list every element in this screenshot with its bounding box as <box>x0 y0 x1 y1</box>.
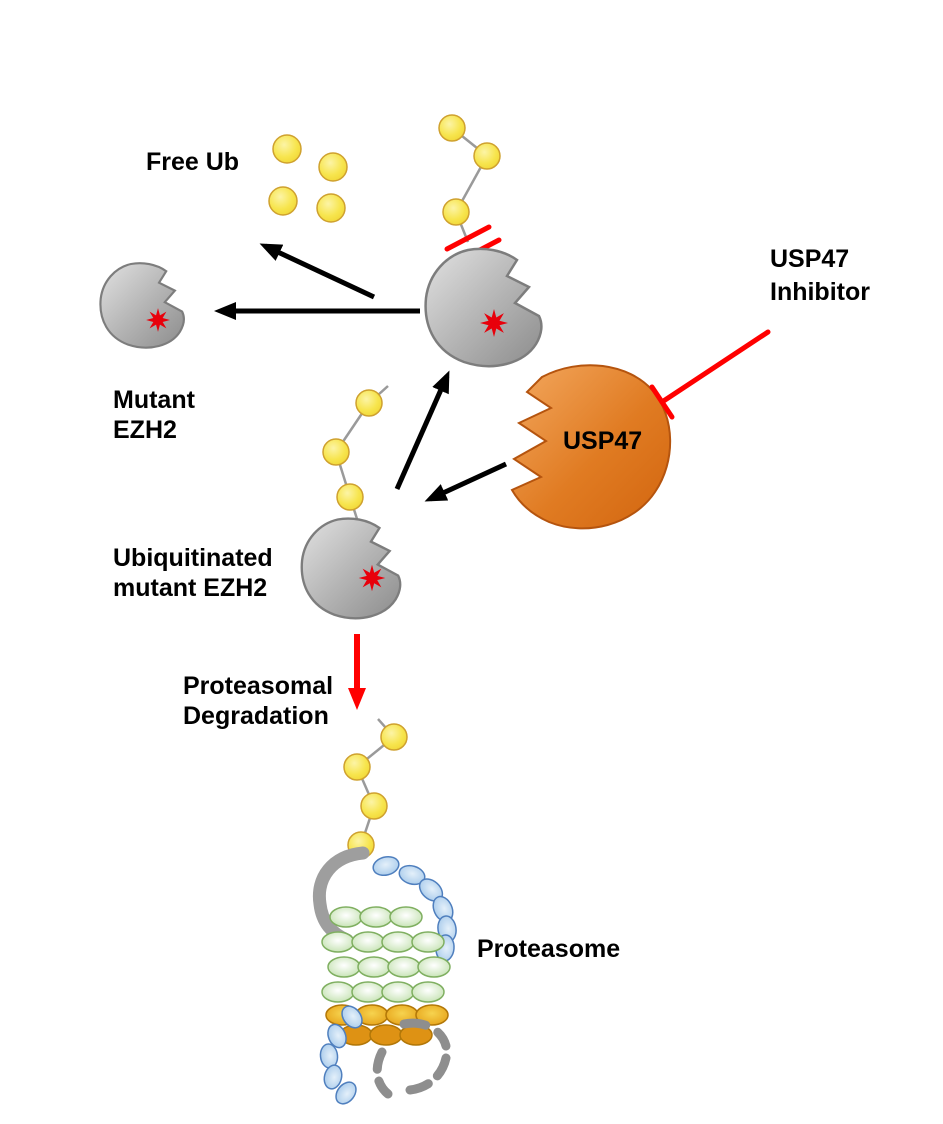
ring-subunit-ellipse <box>351 981 385 1003</box>
usp47-blob <box>510 364 672 530</box>
degraded-peptide-squiggle <box>405 1053 451 1095</box>
arrow-to-free-ub <box>259 243 376 300</box>
usp47-label: USP47 <box>563 427 642 455</box>
ring-subunit-ellipse <box>389 906 423 928</box>
inhibition-line <box>659 329 771 405</box>
ring-subunit-ellipse <box>381 981 415 1003</box>
barrel-green-rings <box>321 906 451 1003</box>
ubiquitin-icon <box>343 753 371 781</box>
ring-subunit-ellipse <box>327 956 361 978</box>
ubiquitin-icon <box>336 483 364 511</box>
ubiquitinated-ezh2-shape <box>300 517 402 620</box>
mutation-star-icon <box>146 308 170 332</box>
ubiquitinated-ezh2-label-line1: Ubiquitinated <box>113 544 273 572</box>
degraded-peptide-squiggle <box>399 1018 451 1051</box>
ring-subunit-ellipse <box>351 931 385 953</box>
ubiquitin-icon <box>272 134 302 164</box>
regulatory-cap <box>372 855 457 962</box>
ubiquitin-icon <box>322 438 350 466</box>
mutation-star-icon <box>480 309 508 337</box>
ring-subunit-ellipse <box>415 1004 449 1026</box>
mutation-star-icon <box>358 564 386 592</box>
arrow-usp47-action <box>424 461 508 502</box>
usp47-enzyme-shape: USP47 <box>510 364 672 530</box>
ezh2-blob <box>424 247 543 368</box>
ubiquitinated-ezh2-label-line2: mutant EZH2 <box>113 574 267 602</box>
ubiquitin-icon <box>473 142 501 170</box>
ubiquitin-icon <box>318 152 348 182</box>
mutant-ezh2-label-line1: Mutant <box>113 386 196 414</box>
usp47-inhibitor-label-line1: USP47 <box>770 245 849 273</box>
polyubiquitin-chain-top <box>438 114 501 243</box>
ring-subunit-ellipse <box>411 931 445 953</box>
free-ub-label: Free Ub <box>146 148 239 176</box>
ring-subunit-ellipse <box>359 906 393 928</box>
inhibition-connector <box>649 329 771 420</box>
ubiquitin-icon <box>268 186 298 216</box>
ezh2-blob <box>300 517 402 620</box>
ubiquitin-icon <box>442 198 470 226</box>
polyubiquitin-chain-middle <box>322 385 389 523</box>
ezh2-blob <box>99 262 185 349</box>
mutant-ezh2-deubiquitinated-shape <box>424 247 543 368</box>
ring-subunit-ellipse <box>321 931 355 953</box>
ring-subunit-ellipse <box>417 956 451 978</box>
ring-subunit-ellipse <box>381 931 415 953</box>
cap-subunit-ellipse <box>327 1023 347 1049</box>
mutant-ezh2-label-line2: EZH2 <box>113 416 177 444</box>
ubiquitin-icon <box>316 193 346 223</box>
ring-subunit-ellipse <box>357 956 391 978</box>
degradation-label-line2: Degradation <box>183 702 329 730</box>
ubiquitin-icon <box>380 723 408 751</box>
cleavage-slash <box>444 224 492 252</box>
degraded-peptides <box>372 1018 451 1099</box>
degradation-label-line1: Proteasomal <box>183 672 333 700</box>
cap-subunit-ellipse <box>372 855 400 877</box>
ring-subunit-ellipse <box>329 906 363 928</box>
proteasome-label: Proteasome <box>477 935 620 963</box>
arrow-deubiquitination <box>394 370 450 491</box>
ring-subunit-ellipse <box>411 981 445 1003</box>
mutant-ezh2-shape <box>99 262 185 349</box>
polyubiquitin-chain-bottom <box>343 718 408 859</box>
cap-subunit-ellipse <box>341 1005 363 1029</box>
usp47-inhibitor-label-line2: Inhibitor <box>770 278 870 306</box>
ubiquitin-icon <box>360 792 388 820</box>
degraded-peptide-squiggle <box>372 1047 393 1099</box>
exit-cap-chain <box>319 1005 363 1105</box>
ring-subunit-ellipse <box>387 956 421 978</box>
cap-subunit-ellipse <box>323 1064 343 1090</box>
ubiquitin-icon <box>438 114 466 142</box>
ring-subunit-ellipse <box>369 1024 403 1046</box>
free-ubiquitin-cluster <box>268 134 348 223</box>
proteasome-complex <box>312 846 457 1105</box>
cap-subunit-ellipse <box>335 1081 357 1105</box>
inhibition-bar <box>649 384 675 420</box>
ring-subunit-ellipse <box>321 981 355 1003</box>
ubiquitin-icon <box>355 389 383 417</box>
